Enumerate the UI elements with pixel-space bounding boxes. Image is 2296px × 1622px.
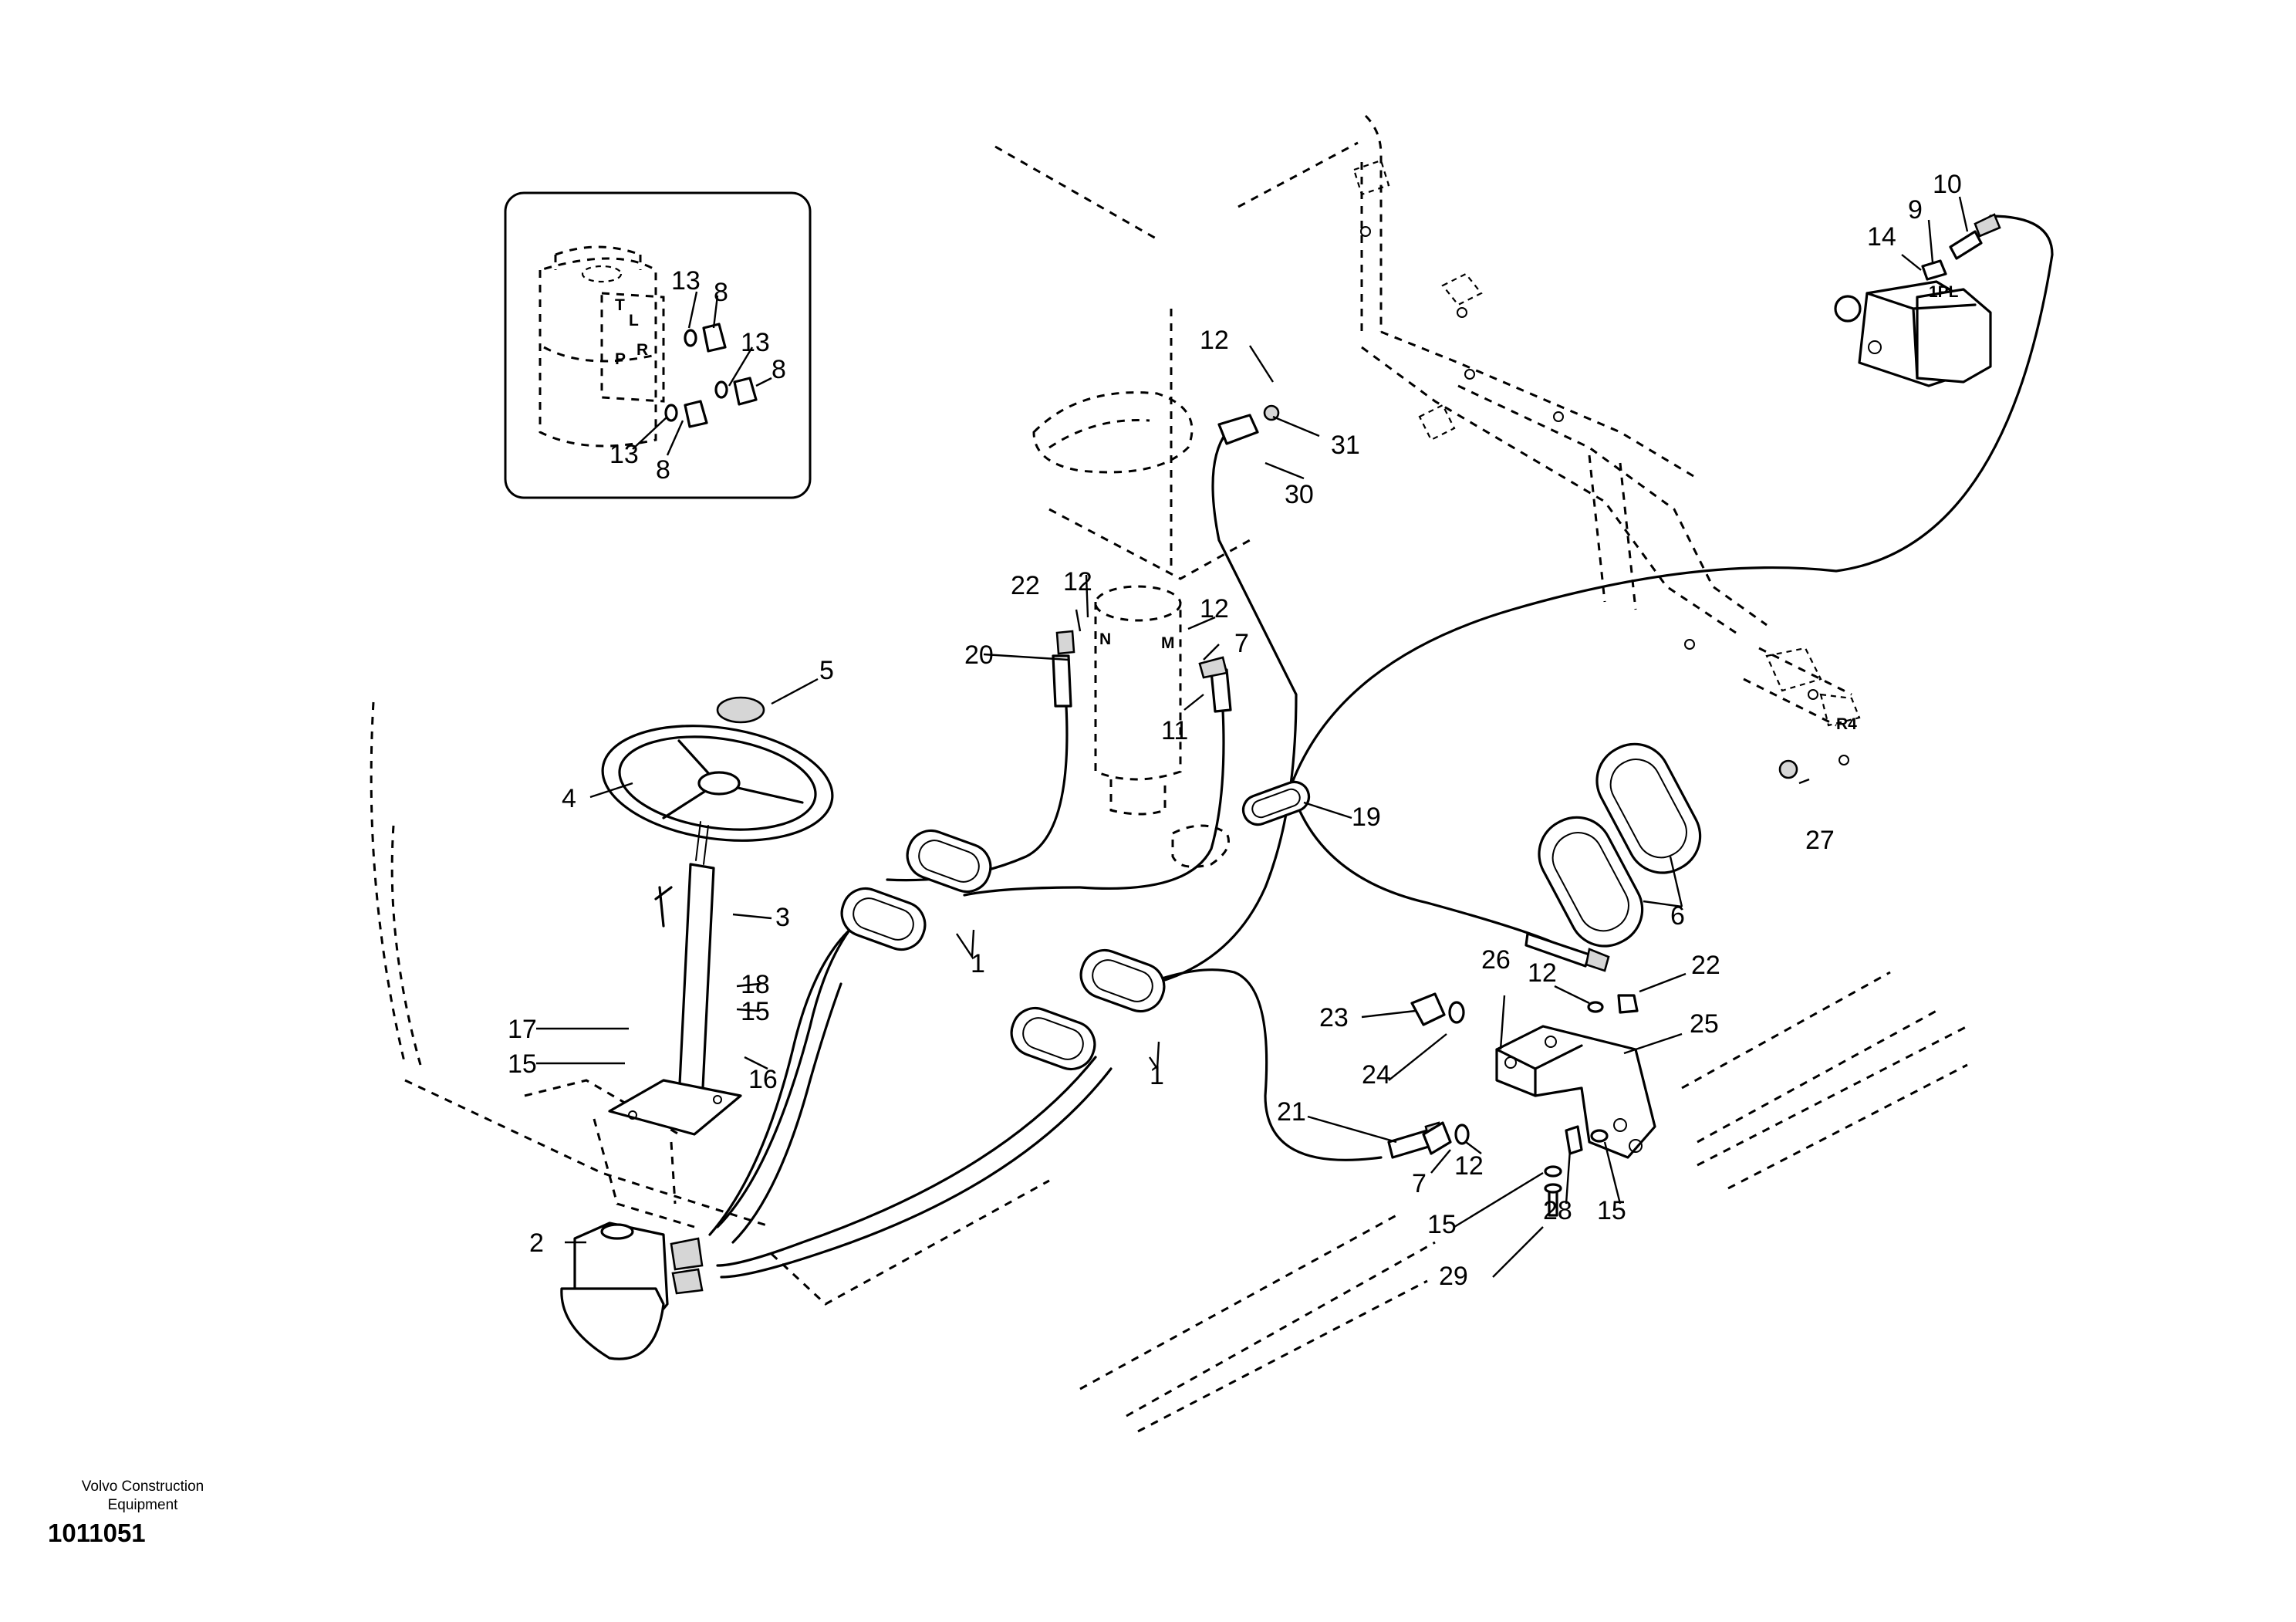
callout-13c: 13 bbox=[609, 440, 639, 469]
port-labels: T L R P N M 1PL R4 bbox=[615, 283, 1959, 733]
callout-15c: 15 bbox=[1427, 1210, 1457, 1239]
callout-15a: 15 bbox=[508, 1049, 537, 1079]
callout-25: 25 bbox=[1690, 1009, 1719, 1039]
callout-6: 6 bbox=[1670, 901, 1685, 931]
callout-10: 10 bbox=[1933, 170, 1962, 199]
callout-22b: 22 bbox=[1691, 951, 1720, 980]
grommet-1-lower bbox=[1010, 948, 1166, 1071]
steering-wheel bbox=[601, 725, 834, 842]
callout-20: 20 bbox=[964, 640, 994, 670]
callout-labels: 5 4 3 2 17 15 18 15 16 1 1 19 6 20 22 12… bbox=[508, 170, 1962, 1291]
callout-11: 11 bbox=[1161, 716, 1188, 745]
grommet-19 bbox=[1241, 780, 1311, 826]
callout-31: 31 bbox=[1331, 431, 1360, 460]
callout-5: 5 bbox=[819, 656, 834, 685]
port-p: P bbox=[615, 350, 626, 368]
drawing-number: 1011051 bbox=[48, 1519, 146, 1547]
callout-4: 4 bbox=[562, 784, 576, 813]
callout-1a: 1 bbox=[971, 949, 985, 978]
callout-19: 19 bbox=[1352, 803, 1381, 832]
callout-2: 2 bbox=[529, 1228, 544, 1258]
port-r4: R4 bbox=[1836, 715, 1857, 733]
callout-22a: 22 bbox=[1011, 571, 1040, 600]
callout-14: 14 bbox=[1867, 222, 1896, 252]
callout-7a: 7 bbox=[1234, 629, 1249, 658]
port-n: N bbox=[1099, 630, 1111, 648]
steering-valve bbox=[560, 1222, 704, 1360]
callout-15d: 15 bbox=[1597, 1196, 1626, 1225]
callout-8a: 8 bbox=[714, 278, 728, 307]
steering-column bbox=[608, 821, 742, 1136]
fittings bbox=[1052, 404, 1798, 1159]
grommet-1-upper bbox=[840, 829, 992, 951]
callout-18: 18 bbox=[741, 970, 770, 999]
callout-29: 29 bbox=[1439, 1262, 1468, 1291]
callout-21: 21 bbox=[1277, 1097, 1306, 1127]
bolts-15-28-29 bbox=[1544, 1125, 1609, 1217]
callout-23: 23 bbox=[1319, 1003, 1349, 1032]
port-m: M bbox=[1161, 634, 1175, 652]
center-joint bbox=[1094, 585, 1230, 868]
port-l: L bbox=[629, 312, 639, 329]
callout-12c: 12 bbox=[1200, 326, 1229, 355]
horn-cap bbox=[716, 696, 765, 724]
port-r: R bbox=[636, 341, 648, 359]
brand-label: Volvo Construction Equipment bbox=[54, 1478, 231, 1515]
mounting-bracket-25 bbox=[1495, 1025, 1656, 1159]
callout-7b: 7 bbox=[1412, 1169, 1427, 1198]
hoses bbox=[708, 215, 2054, 1279]
callout-12e: 12 bbox=[1454, 1151, 1484, 1181]
callout-12d: 12 bbox=[1528, 958, 1557, 988]
frame-outlines bbox=[370, 114, 1968, 1433]
callout-8b: 8 bbox=[772, 355, 786, 384]
callout-15b: 15 bbox=[741, 997, 770, 1026]
callout-12a: 12 bbox=[1063, 567, 1092, 596]
grommet-6-pair bbox=[1538, 742, 1702, 948]
sensor-23-24 bbox=[1410, 992, 1639, 1155]
leader-lines bbox=[536, 196, 1969, 1278]
callout-8c: 8 bbox=[656, 455, 670, 485]
callout-13a: 13 bbox=[671, 266, 701, 296]
brand-line-2: Equipment bbox=[107, 1497, 178, 1513]
callout-13b: 13 bbox=[741, 328, 770, 357]
callout-28: 28 bbox=[1543, 1196, 1572, 1225]
callout-1b: 1 bbox=[1150, 1061, 1164, 1090]
pilot-valve-1pl bbox=[1834, 213, 2001, 387]
port-1pl: 1PL bbox=[1929, 283, 1959, 301]
callout-16: 16 bbox=[748, 1065, 778, 1094]
callout-24: 24 bbox=[1362, 1060, 1391, 1090]
callout-26: 26 bbox=[1481, 945, 1511, 975]
inset-detail bbox=[504, 191, 812, 499]
callout-9: 9 bbox=[1908, 195, 1923, 225]
callout-17: 17 bbox=[508, 1015, 537, 1044]
callout-27: 27 bbox=[1805, 826, 1835, 855]
callout-12b: 12 bbox=[1200, 594, 1229, 623]
callout-3: 3 bbox=[775, 903, 790, 932]
misc-fittings-right bbox=[1352, 159, 1861, 765]
brand-line-1: Volvo Construction bbox=[81, 1478, 204, 1495]
callout-30: 30 bbox=[1285, 480, 1314, 509]
port-t: T bbox=[615, 296, 625, 314]
